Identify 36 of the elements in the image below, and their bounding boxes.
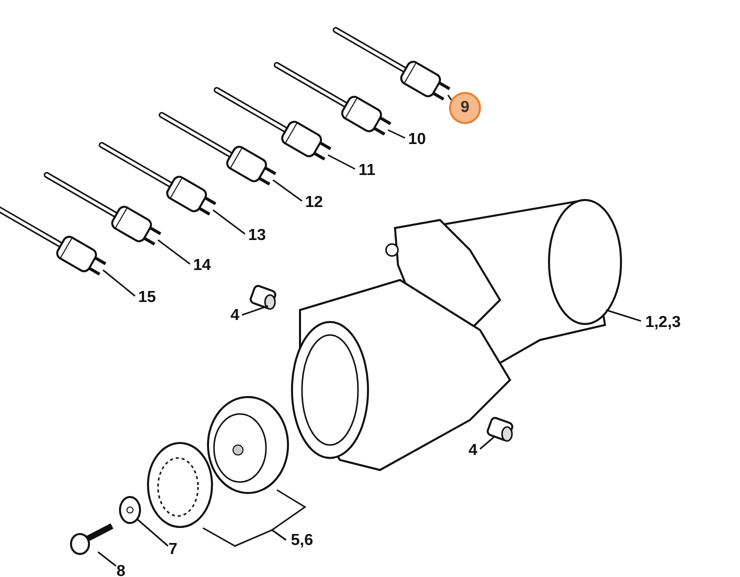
leader-line	[242, 305, 268, 316]
power-plug-drawing	[332, 27, 450, 100]
washer-drawing	[119, 496, 141, 524]
leader-line	[98, 551, 116, 567]
leader-line	[102, 269, 136, 297]
callout-number: 13	[245, 226, 269, 246]
callout-number: 9	[449, 92, 481, 124]
callout-number: 7	[166, 540, 180, 560]
leader-line	[606, 309, 642, 322]
callout-number: 5,6	[286, 531, 318, 551]
callout-number: 11	[355, 161, 379, 181]
leader-line	[212, 209, 246, 235]
leader-line	[202, 527, 286, 547]
callout-number: 10	[405, 130, 429, 150]
power-plug-drawing	[158, 112, 276, 186]
power-plug-drawing	[44, 172, 162, 246]
callout-number: 4	[228, 306, 242, 326]
screw-drawing	[70, 523, 114, 555]
leader-line	[136, 518, 168, 547]
power-plug-drawing	[274, 62, 392, 136]
callout-number: 12	[302, 193, 326, 213]
leader-line	[272, 179, 302, 202]
callout-number: 15	[135, 288, 159, 308]
callout-number: 4	[466, 441, 480, 461]
ball-bearing-drawing	[147, 442, 213, 528]
callout-number: 8	[114, 562, 128, 577]
leader-line	[158, 239, 190, 265]
bushing-drawing	[486, 416, 514, 442]
callout-number: 1,2,3	[641, 313, 685, 333]
bearing-cover-drawing	[207, 396, 289, 494]
leader-line	[388, 129, 406, 139]
power-plug-drawing	[214, 87, 332, 160]
callout-number: 14	[190, 256, 214, 276]
leader-line	[328, 154, 356, 170]
power-plug-drawing	[98, 142, 216, 216]
leader-line	[480, 436, 494, 450]
